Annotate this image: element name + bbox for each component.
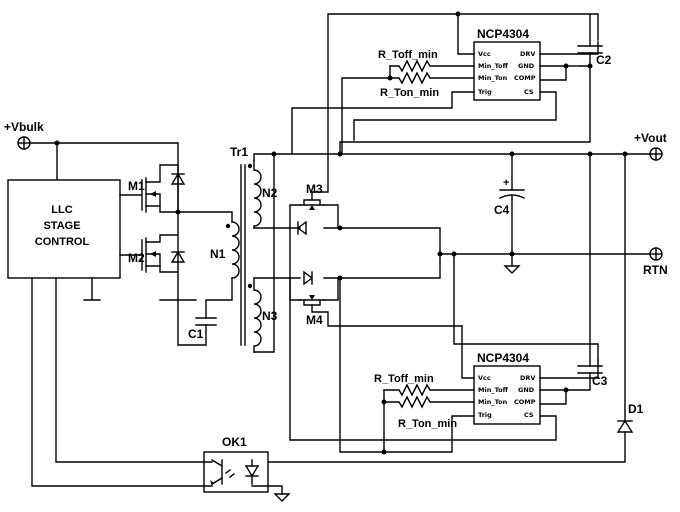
ic-bottom-gnd-comp-wire	[539, 389, 567, 405]
n3-label: N3	[262, 309, 278, 323]
half-bridge-node	[177, 211, 233, 223]
resistor-r-toff-bottom: R_Toff_min	[374, 373, 475, 397]
tr1-label: Tr1	[230, 145, 248, 159]
ic-bottom-name: NCP4304	[477, 351, 529, 365]
control-label-line2: STAGE	[43, 220, 80, 232]
ic-ncp4304-bottom: NCP4304 Vcc Min_Toff Min_Ton Trig DRV GN…	[473, 351, 541, 425]
ic-bottom-pin-comp: COMP	[514, 398, 536, 406]
c2-label: C2	[596, 53, 612, 67]
d1-label: D1	[628, 402, 644, 416]
n2-label: N2	[262, 186, 278, 200]
winding-n2: N2	[247, 159, 278, 229]
vout-rail	[253, 153, 653, 161]
capacitor-c2: C2	[577, 13, 612, 67]
ic-top-pin-gnd: GND	[518, 62, 535, 70]
ic-top-vcc-wire	[457, 13, 475, 55]
capacitor-c1: C1	[177, 299, 217, 346]
feedback-wire-1	[55, 277, 213, 463]
ic-top-cs-wire	[353, 91, 557, 141]
vout-label: +Vout	[634, 131, 667, 145]
mosfet-m4: M4	[253, 253, 463, 327]
mosfet-m1: M1	[119, 164, 186, 213]
ok1-label: OK1	[222, 435, 247, 449]
control-label-line1: LLC	[51, 204, 72, 216]
r-ton-bottom-label: R_Ton_min	[398, 418, 457, 430]
c3-label: C3	[592, 374, 608, 388]
ic-top-trig-wire	[291, 91, 475, 155]
capacitor-c4: + C4	[494, 153, 525, 274]
ic-bottom-pin-mintoff: Min_Toff	[478, 386, 509, 394]
control-label-line3: CONTROL	[35, 236, 90, 248]
ic-bottom-pin-minton: Min_Ton	[478, 398, 508, 406]
ic-top-pin-cs: CS	[524, 88, 534, 96]
resistor-r-toff-top: R_Toff_min	[378, 49, 475, 73]
optocoupler-ok1: OK1	[203, 435, 269, 493]
resistor-r-ton-top: R_Ton_min	[341, 71, 475, 155]
feedback-wire-2	[31, 277, 213, 487]
opto-ground-symbol	[273, 493, 291, 502]
ic-bottom-pin-drv: DRV	[520, 374, 535, 382]
c1-label: C1	[188, 327, 204, 341]
n1-label: N1	[210, 247, 226, 261]
ic-bottom-pin-cs: CS	[524, 411, 534, 419]
ic-bottom-cs-wire	[289, 227, 557, 441]
c4-polarity: +	[503, 177, 509, 189]
c4-label: C4	[494, 203, 510, 217]
opto-led-cathode-wire	[251, 485, 283, 495]
ic-bottom-pin-gnd: GND	[518, 386, 535, 394]
center-tap-link	[253, 153, 275, 353]
ic-top-pin-minton: Min_Ton	[478, 74, 508, 82]
resonant-node	[205, 277, 233, 319]
vout-terminal: +Vout	[634, 131, 667, 161]
ic-bottom-pin-vcc: Vcc	[478, 374, 491, 382]
ic-ncp4304-top: NCP4304 Vcc Min_Toff Min_Ton Trig DRV GN…	[473, 27, 541, 101]
r-ton-top-label: R_Ton_min	[380, 87, 439, 99]
control-ground	[83, 277, 101, 301]
transformer-tr1: Tr1	[230, 145, 248, 346]
ic-top-pin-drv: DRV	[520, 50, 535, 58]
c3-drv-link	[453, 253, 599, 361]
vbulk-label: +Vbulk	[4, 120, 44, 134]
winding-n3: N3	[247, 277, 278, 353]
vbulk-terminal: +Vbulk	[4, 120, 44, 150]
winding-n1: N1	[210, 221, 240, 279]
ic-top-pin-comp: COMP	[514, 74, 536, 82]
m4-label: M4	[306, 313, 323, 327]
ic-top-gnd-comp-wire	[539, 65, 567, 81]
r-toff-bottom-label: R_Toff_min	[374, 373, 434, 385]
mosfet-m3: M3	[253, 13, 599, 255]
rtn-terminal: RTN	[643, 247, 668, 277]
ic-top-pin-mintoff: Min_Toff	[478, 62, 509, 70]
ic-top-pin-vcc: Vcc	[478, 50, 491, 58]
mosfet-m2: M2	[119, 211, 186, 301]
capacitor-c3: C3	[565, 153, 608, 391]
m2-label: M2	[128, 251, 145, 265]
m3-label: M3	[306, 182, 323, 196]
ic-top-pin-trig: Trig	[478, 88, 492, 96]
ic-bottom-trig-wire	[339, 277, 475, 453]
ic-top-name: NCP4304	[477, 27, 529, 41]
r-toff-top-label: R_Toff_min	[378, 49, 438, 61]
rtn-label: RTN	[643, 263, 668, 277]
diode-d1: D1	[267, 153, 644, 463]
c2-return	[339, 65, 591, 155]
llc-stage-control-block: LLC STAGE CONTROL	[7, 179, 121, 279]
resistor-r-ton-bottom: R_Ton_min	[383, 395, 475, 430]
ic-bottom-vcc-wire	[461, 325, 475, 379]
ic-bottom-pin-trig: Trig	[478, 411, 492, 419]
m1-label: M1	[128, 179, 145, 193]
